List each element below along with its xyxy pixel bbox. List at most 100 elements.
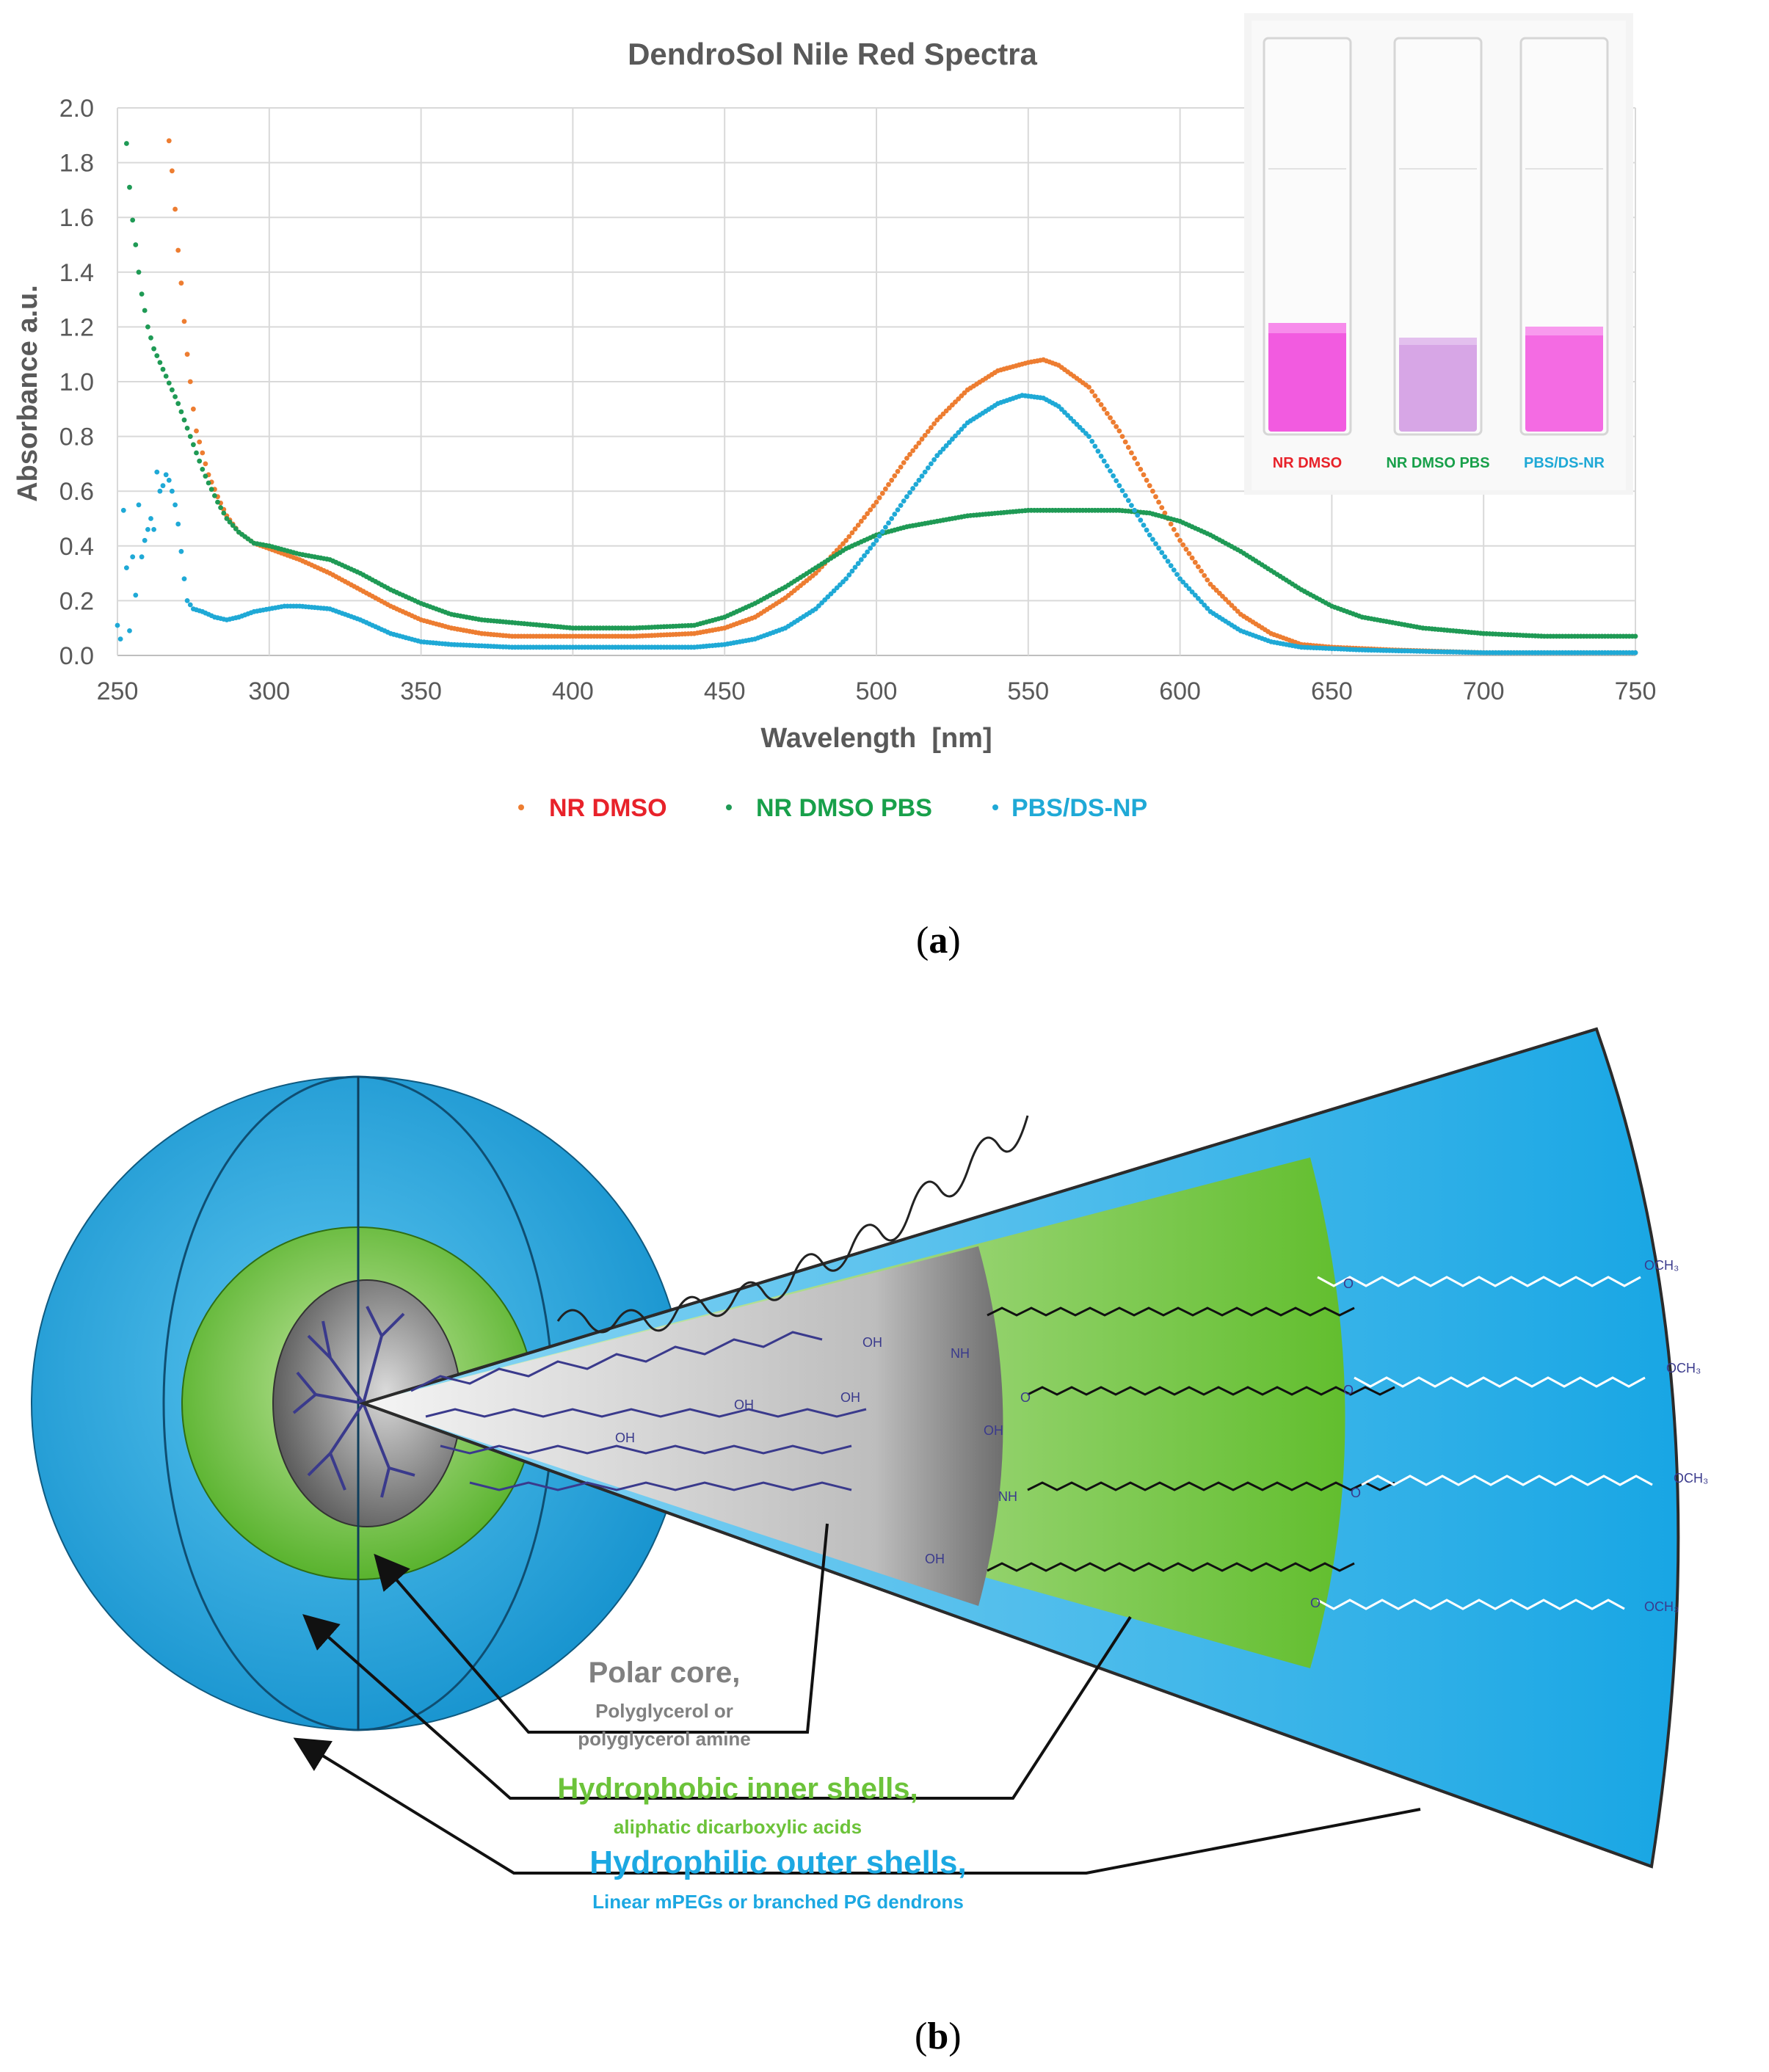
data-point bbox=[855, 561, 861, 567]
data-point bbox=[184, 426, 190, 431]
data-point bbox=[178, 548, 184, 554]
data-point bbox=[1092, 393, 1098, 399]
data-point bbox=[166, 477, 172, 483]
panel-label-b: (b) bbox=[915, 2015, 962, 2057]
data-point bbox=[151, 527, 157, 532]
data-point bbox=[1196, 596, 1201, 601]
data-point bbox=[1171, 527, 1177, 532]
data-point bbox=[115, 622, 120, 628]
y-tick-label: 1.8 bbox=[59, 150, 94, 178]
data-point bbox=[172, 502, 178, 508]
data-point bbox=[1150, 537, 1155, 542]
data-point bbox=[142, 308, 148, 313]
data-point bbox=[886, 481, 891, 487]
svg-text:OH: OH bbox=[840, 1390, 860, 1405]
data-point bbox=[1098, 401, 1104, 407]
data-point bbox=[1180, 579, 1186, 585]
data-point bbox=[865, 511, 870, 517]
data-point bbox=[943, 408, 949, 414]
svg-text:OCH₃: OCH₃ bbox=[1674, 1471, 1708, 1486]
data-point bbox=[175, 401, 181, 407]
callout-lines bbox=[293, 1523, 1421, 1875]
x-tick-label: 400 bbox=[552, 677, 594, 705]
data-point bbox=[886, 520, 891, 526]
data-point bbox=[1147, 532, 1152, 538]
data-point bbox=[157, 360, 163, 366]
svg-text:OH: OH bbox=[615, 1431, 635, 1445]
data-point bbox=[117, 636, 123, 641]
polar-core-subtitle-2: polyglycerol amine bbox=[578, 1728, 751, 1750]
svg-text:O: O bbox=[1020, 1390, 1031, 1405]
legend-label-pbs-ds-np: PBS/DS-NP bbox=[1011, 794, 1147, 822]
data-point bbox=[163, 374, 169, 379]
data-point bbox=[846, 572, 852, 578]
data-point bbox=[194, 428, 199, 434]
data-point bbox=[124, 565, 129, 570]
data-point bbox=[170, 168, 175, 174]
data-point bbox=[200, 467, 206, 472]
data-point bbox=[1101, 458, 1107, 464]
data-point bbox=[151, 346, 157, 352]
data-point bbox=[919, 473, 925, 479]
data-point bbox=[1162, 510, 1168, 516]
x-tick-label: 250 bbox=[97, 677, 139, 705]
legend-label-nr-dmso: NR DMSO bbox=[549, 794, 667, 822]
data-point bbox=[892, 512, 898, 517]
x-tick-label: 350 bbox=[400, 677, 442, 705]
data-point bbox=[1159, 550, 1165, 556]
data-point bbox=[1138, 467, 1144, 472]
data-point bbox=[1168, 563, 1174, 569]
data-point bbox=[1232, 606, 1238, 611]
data-point bbox=[940, 446, 946, 452]
y-tick-label: 1.2 bbox=[59, 313, 94, 341]
data-point bbox=[1114, 478, 1119, 484]
data-point bbox=[139, 291, 145, 297]
data-point bbox=[1132, 507, 1137, 513]
data-point bbox=[889, 516, 895, 521]
data-point bbox=[1125, 498, 1131, 504]
data-point bbox=[139, 554, 145, 560]
data-point bbox=[136, 502, 142, 508]
data-point bbox=[1086, 434, 1091, 439]
data-point bbox=[1223, 597, 1228, 602]
data-point bbox=[191, 406, 196, 412]
data-point bbox=[221, 510, 227, 516]
data-point bbox=[1183, 583, 1189, 588]
legend: NR DMSO NR DMSO PBS PBS/DS-NP bbox=[518, 794, 1147, 822]
cuvette-nr-dmso-pbs bbox=[1393, 37, 1483, 436]
data-point bbox=[889, 477, 895, 483]
data-point bbox=[1147, 483, 1152, 489]
data-point bbox=[862, 515, 867, 520]
y-tick-label: 0.2 bbox=[59, 587, 94, 615]
data-point bbox=[1156, 545, 1161, 551]
aliphatic-chains bbox=[987, 1306, 1395, 1572]
data-point bbox=[871, 503, 876, 509]
data-point bbox=[873, 537, 879, 543]
data-point bbox=[916, 477, 922, 483]
svg-text:OCH₃: OCH₃ bbox=[1644, 1258, 1679, 1273]
data-point bbox=[136, 269, 142, 275]
data-point bbox=[184, 352, 190, 357]
y-tick-label: 1.0 bbox=[59, 368, 94, 396]
data-point bbox=[852, 526, 858, 532]
data-point bbox=[1202, 572, 1207, 578]
data-point bbox=[865, 549, 870, 555]
data-point bbox=[197, 439, 203, 445]
data-point bbox=[895, 468, 901, 474]
data-point bbox=[953, 399, 958, 404]
y-tick-label: 1.4 bbox=[59, 259, 94, 287]
data-point bbox=[1122, 439, 1128, 445]
data-point bbox=[200, 450, 206, 456]
core-dendron-branches bbox=[292, 1306, 415, 1498]
data-point bbox=[1071, 418, 1077, 424]
data-point bbox=[170, 387, 175, 393]
data-point bbox=[1174, 572, 1180, 577]
data-point bbox=[843, 576, 849, 581]
data-point bbox=[825, 594, 831, 600]
y-axis-label: Absorbance a.u. bbox=[12, 285, 43, 502]
data-point bbox=[130, 217, 136, 223]
cuvette-photo-inset: NR DMSO NR DMSO PBS PBS/DS-NR bbox=[1244, 13, 1633, 495]
data-point bbox=[1162, 554, 1168, 560]
panel-label-a: (a) bbox=[916, 920, 961, 962]
